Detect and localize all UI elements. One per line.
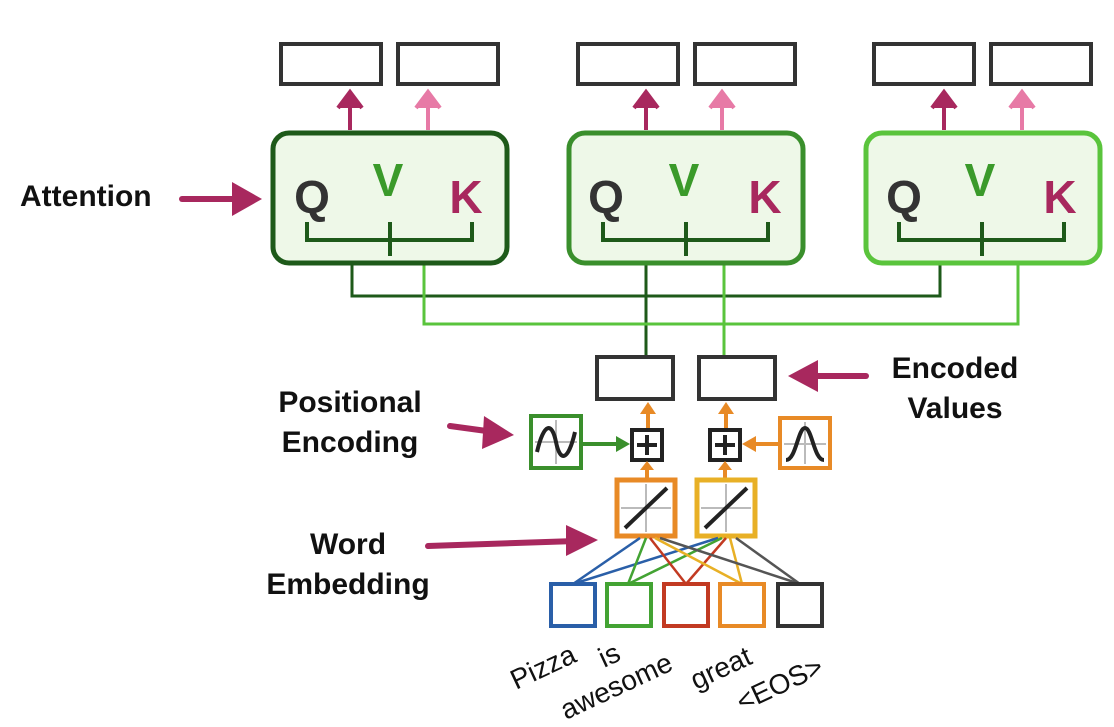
plus-icon (630, 428, 664, 462)
k-label: K (449, 171, 482, 223)
word-embedding-label: Word (310, 528, 386, 561)
word-embedding-label: Embedding (266, 568, 429, 601)
linear-embedding-icon (614, 477, 678, 539)
sine-wave-icon (529, 414, 583, 470)
encoded-value-box (697, 355, 777, 401)
output-boxes (279, 42, 1093, 86)
output-box (989, 42, 1093, 86)
arrow-right-icon (425, 525, 598, 556)
attention-panel (270, 130, 510, 266)
output-box (872, 42, 976, 86)
arrow-up-icon (414, 88, 442, 130)
encoded-values-label: Values (907, 392, 1002, 425)
token-label-pizza: Pizza (505, 638, 581, 695)
positional-encoding-label: Encoding (282, 426, 419, 459)
qvk-bracket (601, 222, 770, 256)
arrow-up-icon (708, 88, 736, 130)
positional-encoding-label: Positional (278, 386, 421, 419)
token-connections (572, 536, 801, 586)
arrow-up-icon (718, 461, 732, 478)
arrow-left-icon (788, 360, 869, 392)
arrow-left-icon (742, 436, 778, 452)
v-label: V (965, 154, 996, 206)
attention-head: Q V K (863, 130, 1103, 266)
qvk-bracket (305, 222, 474, 256)
token-box-eos (776, 582, 824, 628)
arrow-up-icon (1008, 88, 1036, 130)
linear-embedding-icon (694, 477, 758, 539)
attention-panel (566, 130, 806, 266)
q-label: Q (886, 171, 922, 223)
arrow-right-icon (447, 416, 514, 449)
arrow-up-icon (632, 88, 660, 130)
token-box-pizza (549, 582, 597, 628)
k-label: K (1043, 171, 1076, 223)
arrow-up-icon (640, 402, 656, 428)
arrow-up-icon (336, 88, 364, 130)
output-box (576, 42, 680, 86)
head-connections (350, 262, 1020, 356)
arrow-up-icon (640, 461, 654, 478)
arrow-up-icon (718, 402, 734, 428)
output-box (693, 42, 797, 86)
k-label: K (748, 171, 781, 223)
v-label: V (669, 154, 700, 206)
qvk-bracket (897, 222, 1066, 256)
light-connection (422, 262, 1020, 326)
v-label: V (373, 154, 404, 206)
token-box-is (605, 582, 653, 628)
output-box (396, 42, 500, 86)
attention-label: Attention (20, 180, 152, 213)
output-box (279, 42, 383, 86)
plus-icon (708, 428, 742, 462)
arrow-up-icon (930, 88, 958, 130)
encoded-value-box (595, 355, 675, 401)
attention-head: Q V K (270, 130, 510, 266)
bell-curve-icon (778, 416, 832, 470)
token-box-awesome (662, 582, 710, 628)
token-box-great (718, 582, 766, 628)
arrow-right-icon (179, 182, 262, 216)
attention-head: Q V K (566, 130, 806, 266)
output-arrows (336, 88, 1036, 130)
attention-panel (863, 130, 1103, 266)
q-label: Q (588, 171, 624, 223)
q-label: Q (294, 171, 330, 223)
arrow-right-icon (583, 436, 630, 452)
encoded-values-label: Encoded (892, 352, 1019, 385)
